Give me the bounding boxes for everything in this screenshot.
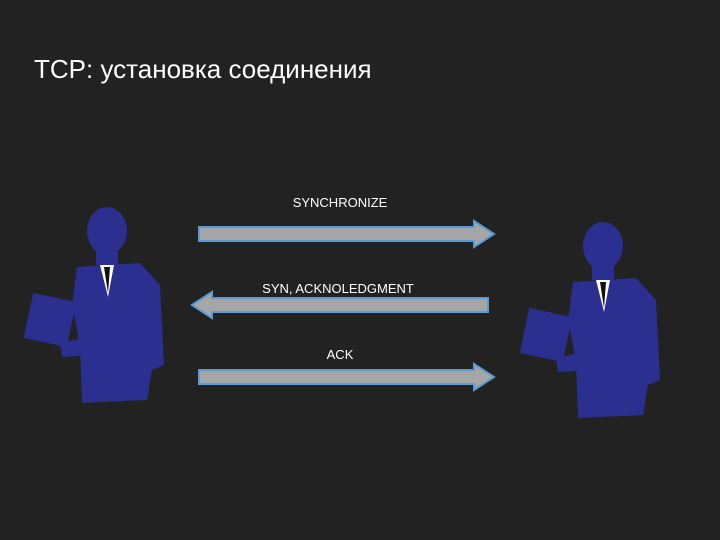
- syn-arrow: [198, 219, 496, 249]
- ack-arrow: [198, 362, 496, 392]
- slide-title: TCP: установка соединения: [34, 54, 372, 84]
- syn-ack-label: SYN, ACKNOLEDGMENT: [262, 281, 414, 296]
- client-person-icon: [23, 207, 164, 403]
- server-person-icon: [519, 222, 660, 418]
- ack-label: ACK: [326, 347, 354, 362]
- syn-label: SYNCHRONIZE: [292, 195, 388, 210]
- syn-ack-arrow: [190, 290, 489, 320]
